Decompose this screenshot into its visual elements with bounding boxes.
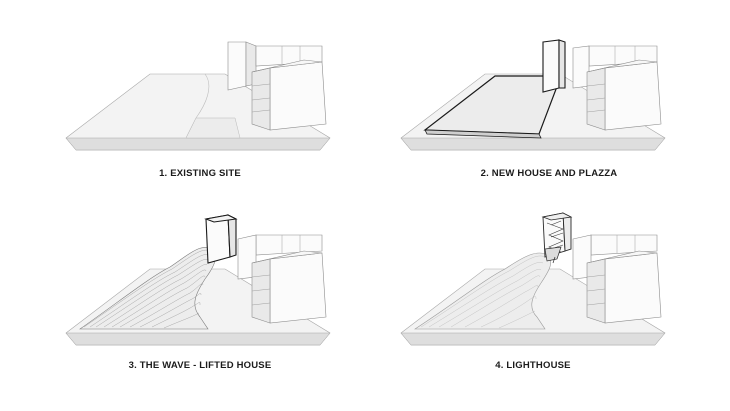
- panel-lighthouse: 4. LIGHTHOUSE: [365, 205, 730, 411]
- site-model-new-house: [400, 39, 666, 151]
- main-building-top: [586, 59, 658, 73]
- ground-slab-front-edge: [65, 332, 331, 346]
- panel-existing-site: 1. EXISTING SITE: [0, 0, 365, 205]
- site-model-lighthouse: [400, 212, 666, 346]
- main-building-front: [269, 252, 327, 324]
- site-model-wave: [65, 214, 331, 346]
- ground-slab-front-edge: [65, 137, 331, 151]
- main-building-top: [251, 59, 323, 73]
- main-building-front: [269, 61, 327, 131]
- ground-slab-front-edge: [400, 332, 666, 346]
- wave-contour-lines: [420, 255, 546, 329]
- new-house-side: [558, 39, 566, 89]
- main-building-side: [586, 258, 606, 324]
- caption-lighthouse: 4. LIGHTHOUSE: [495, 360, 571, 371]
- main-building-top: [251, 250, 323, 264]
- site-step: [185, 117, 241, 139]
- ground-slab-front-edge: [400, 137, 666, 151]
- lighthouse-volume: [541, 212, 573, 264]
- back-building-left: [227, 41, 247, 91]
- new-house-front: [542, 39, 560, 93]
- back-building-left: [572, 45, 590, 89]
- lifted-house-top: [204, 214, 238, 223]
- plaza-front-edge: [424, 129, 542, 139]
- site-model-existing: [65, 41, 331, 151]
- main-building-top: [586, 250, 658, 264]
- main-building-front: [604, 61, 662, 131]
- panel-new-house-plaza: 2. NEW HOUSE AND PLAZZA: [365, 0, 730, 205]
- lifted-house-front: [205, 214, 231, 264]
- main-building-front: [604, 252, 662, 324]
- caption-existing-site: 1. EXISTING SITE: [159, 168, 241, 179]
- lifted-house-side: [227, 214, 237, 258]
- main-building-side: [251, 258, 271, 324]
- caption-new-house-plaza: 2. NEW HOUSE AND PLAZZA: [480, 168, 618, 179]
- caption-wave-lifted-house: 3. THE WAVE - LIFTED HOUSE: [128, 360, 272, 371]
- wave-contour-lines: [83, 249, 211, 329]
- panel-wave-lifted-house: 3. THE WAVE - LIFTED HOUSE: [0, 205, 365, 411]
